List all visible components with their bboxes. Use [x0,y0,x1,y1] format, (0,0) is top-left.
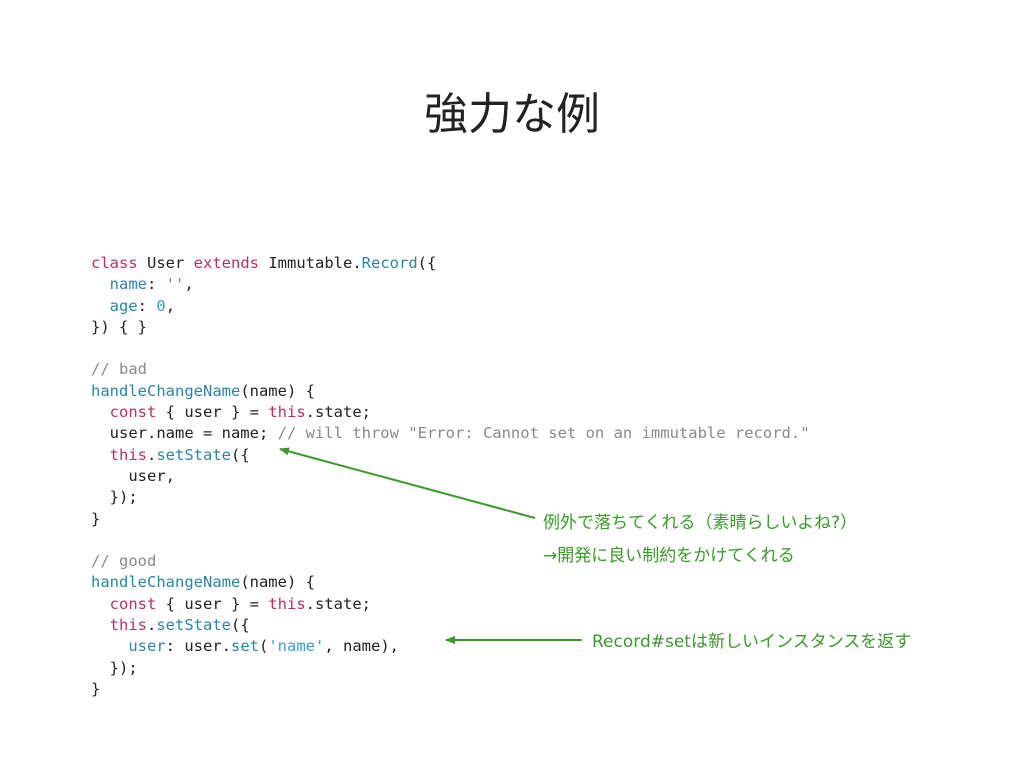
code-token: } [91,509,101,528]
code-token: }); [91,658,138,677]
code-token: }) { } [91,317,147,336]
code-token: : [137,296,157,315]
code-token: setState [156,445,231,464]
code-line: }) { } [91,317,810,338]
code-token: ({ [231,445,250,464]
code-token: { user } = [156,403,269,422]
code-token: . [147,445,157,464]
code-token: : [147,275,166,294]
code-token: 0 [156,296,166,315]
code-token: setState [156,616,231,635]
code-token: const [109,594,157,613]
code-token: '' [165,275,185,294]
code-token: (name) { [240,381,315,400]
code-token: ({ [231,616,250,635]
code-line: const { user } = this.state; [91,594,810,615]
code-token: user [128,637,166,656]
code-token: set [230,637,259,656]
code-line: user, [91,466,810,487]
annotation-bad-line1: 例外で落ちてくれる（素晴らしいよね?） [543,513,858,533]
code-token: ( [258,637,269,656]
code-line: user: user.set('name', name), [91,636,810,657]
code-block: class User extends Immutable.Record({ na… [91,253,810,700]
code-token: 'name' [268,637,325,656]
code-line: name: '', [91,274,810,295]
code-token: class [91,254,138,272]
annotation-set-note: Record#setは新しいインスタンスを返す [592,632,912,652]
code-token: .state; [305,403,371,422]
code-token: Record [361,254,418,272]
code-token: . [147,616,157,635]
code-line: const { user } = this.state; [91,402,810,423]
code-line: // bad [91,359,810,380]
code-token: this [109,445,147,464]
code-token: ({ [417,254,437,272]
code-token: this [109,616,147,635]
code-token: name [109,275,147,294]
code-token: // will throw "Error: Cannot set on an i… [277,424,810,443]
code-token: // good [91,552,157,571]
code-token: const [109,403,157,422]
code-token: , name), [324,637,399,656]
code-token: , [165,296,176,315]
code-token: handleChangeName [91,381,241,400]
arrow-to-bad-code [279,447,536,519]
code-line: }); [91,487,810,508]
code-token: : user. [165,637,231,656]
code-line: } [91,679,810,700]
code-token: age [109,296,138,315]
code-token: }); [91,488,138,507]
code-token: { user } = [156,594,269,613]
code-line: this.setState({ [91,615,810,636]
code-line: age: 0, [91,296,810,317]
code-token: Immutable. [259,254,362,272]
code-line: handleChangeName(name) { [91,381,810,402]
code-token: User [137,254,194,272]
code-token: } [91,679,101,698]
code-line: handleChangeName(name) { [91,572,810,593]
code-line: }); [91,658,810,679]
code-token: user.name = name; [91,424,278,443]
code-token: (name) { [240,573,315,592]
code-token: this [268,403,306,422]
code-token: handleChangeName [91,573,241,592]
code-line: // good [91,551,810,572]
code-token: user, [91,466,175,485]
code-line: } [91,509,810,530]
code-token: // bad [91,360,147,379]
code-line: this.setState({ [91,445,810,466]
code-token: , [184,275,194,294]
code-token: extends [193,254,259,272]
code-token: this [268,594,306,613]
code-line: user.name = name; // will throw "Error: … [91,423,810,444]
code-line: class User extends Immutable.Record({ [91,253,810,274]
annotation-bad-line2: →開発に良い制約をかけてくれる [543,546,795,566]
slide-title: 強力な例 [424,89,600,140]
code-token: .state; [305,594,371,613]
